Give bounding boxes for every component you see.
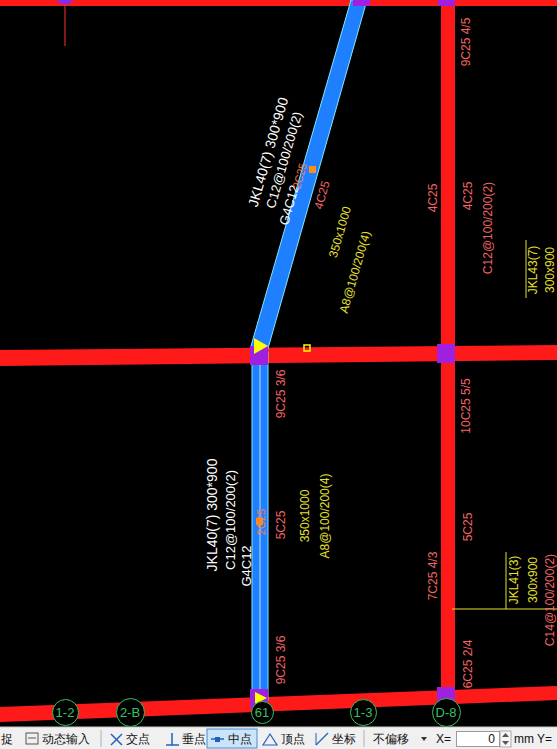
rebar-spec: 6C25 2/4 <box>462 640 474 689</box>
perpendicular-icon <box>166 744 179 746</box>
grid-axis-bubble: 1-2 <box>52 699 79 726</box>
toolbar-label: 不偏移 <box>373 733 409 745</box>
grid-axis-bubble: 2-B <box>116 698 145 727</box>
spinner-up <box>502 733 509 737</box>
beam <box>0 345 557 366</box>
rebar-spec: 9C25 3/6 <box>275 370 287 419</box>
separator <box>101 730 102 747</box>
stirrup-spec: C12@100/200(2) <box>482 182 494 274</box>
separator <box>364 730 365 747</box>
section-size: 300x900 <box>527 557 539 603</box>
spinner-down <box>502 741 509 745</box>
rebar-spec: 7C25 4/3 <box>427 552 439 601</box>
dropdown-arrow <box>421 737 427 741</box>
beam-name: JKL43(7) <box>527 246 539 295</box>
grid-axis-bubble: 61 <box>251 701 274 724</box>
toolbar-border <box>0 727 557 728</box>
axis-label: D-8 <box>436 706 457 719</box>
column <box>353 0 370 6</box>
toolbar-label: 顶点 <box>281 733 305 745</box>
beam-name: JKL40(7) 300*900 <box>205 459 219 572</box>
rebar-spec: 5C25 <box>275 511 287 540</box>
intersection-icon <box>111 734 122 745</box>
coordinate-input: 0 <box>456 731 500 747</box>
stirrup-spec: C14@100/200(2) <box>544 554 556 646</box>
axis-label: 61 <box>255 706 269 719</box>
axis-label: 1-3 <box>354 706 373 719</box>
leader-line <box>506 552 507 609</box>
rebar-spec: 4C25 <box>427 184 439 213</box>
beam <box>0 686 557 722</box>
axis-label: 2-B <box>120 706 140 719</box>
column <box>437 344 455 363</box>
rebar-spec: 2C25 <box>256 509 267 535</box>
axis-label: 1-2 <box>56 706 75 719</box>
toolbar-label: 动态输入 <box>42 733 90 745</box>
stirrup-spec: A8@100/200(4) <box>319 474 331 559</box>
rebar-spec: 4C25 <box>312 180 331 211</box>
axis-marker <box>56 0 74 5</box>
status-toolbar <box>0 727 557 749</box>
axis-line <box>65 0 66 46</box>
rebar-spec: 9C25 4/5 <box>460 18 472 67</box>
toolbar-label: 捉 <box>1 733 13 745</box>
section-size: 350x1000 <box>327 205 353 259</box>
toolbar-label: X= <box>436 733 451 745</box>
rebar-spec: 4C25 <box>462 182 474 211</box>
active-button <box>207 729 257 748</box>
coordinate-icon <box>316 733 317 745</box>
beam <box>0 0 557 6</box>
section-size: 300x900 <box>544 247 556 293</box>
dynamic-input-icon <box>26 733 38 744</box>
rebar-spec: 10C25 5/5 <box>460 378 472 433</box>
midpoint-icon <box>215 737 220 742</box>
toolbar-label: 中点 <box>228 733 252 745</box>
snap-marker <box>254 338 268 354</box>
toolbar-label: 交点 <box>126 733 150 745</box>
toolbar-label: 坐标 <box>332 733 356 745</box>
section-size: 350x1000 <box>299 490 311 543</box>
leader-line <box>452 609 557 610</box>
grid-axis-bubble: 1-3 <box>350 699 377 726</box>
intersection-icon <box>111 734 122 745</box>
selected-beam <box>252 352 268 700</box>
rebar-spec: 9C25 3/6 <box>275 636 287 685</box>
coordinate-icon <box>316 733 328 745</box>
spinner <box>500 731 511 747</box>
beam-name: JKL41(3) <box>508 556 520 605</box>
perpendicular-icon <box>171 733 173 745</box>
vertex-icon <box>263 734 277 745</box>
toolbar-label: 垂点 <box>182 733 206 745</box>
dynamic-input-icon <box>28 738 36 739</box>
snap-marker <box>304 345 310 351</box>
grid-axis-bubble: D-8 <box>432 698 461 727</box>
rebar-spec: 5C25 <box>462 513 474 542</box>
grip-point <box>309 166 316 173</box>
toolbar-label: mm Y= <box>514 733 552 745</box>
input-value: 0 <box>488 733 495 745</box>
stirrup-spec: C12@100/200(2) <box>224 470 237 570</box>
column <box>438 0 455 6</box>
side-bar-spec: G4C12 <box>240 545 253 586</box>
